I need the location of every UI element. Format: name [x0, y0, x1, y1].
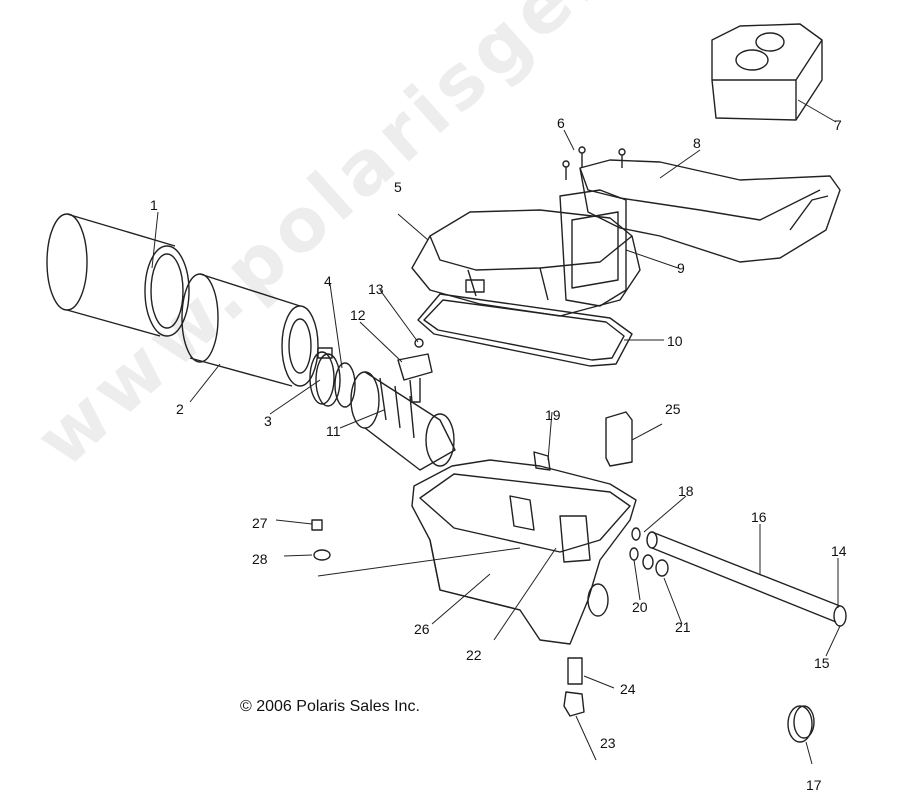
callout-3: 3: [264, 413, 272, 429]
callout-21: 21: [675, 619, 691, 635]
callout-28: 28: [252, 551, 268, 567]
callout-16: 16: [751, 509, 767, 525]
callout-12: 12: [350, 307, 366, 323]
callout-5: 5: [394, 179, 402, 195]
hose-clamp-part: [787, 705, 815, 743]
leader-lines: [151, 99, 841, 765]
callout-15: 15: [814, 655, 830, 671]
block-part: [605, 411, 633, 467]
callout-7: 7: [834, 117, 842, 133]
airbox-base-part: [411, 451, 637, 645]
foam-block-part: [711, 23, 823, 121]
sensor-part: [397, 338, 433, 403]
gasket-part: [417, 293, 633, 367]
callout-24: 24: [620, 681, 636, 697]
callout-6: 6: [557, 115, 565, 131]
fitting-part: [629, 527, 669, 577]
intake-boot-part: [350, 371, 456, 471]
callout-8: 8: [693, 135, 701, 151]
clamp-part: [309, 347, 356, 408]
screw-part: [562, 146, 626, 180]
intake-duct-part: [559, 159, 841, 307]
filter-cover-part: [46, 213, 190, 337]
callout-13: 13: [368, 281, 384, 297]
callout-14: 14: [831, 543, 847, 559]
callout-19: 19: [545, 407, 561, 423]
callout-27: 27: [252, 515, 268, 531]
callout-23: 23: [600, 735, 616, 751]
callout-9: 9: [677, 260, 685, 276]
callout-4: 4: [324, 273, 332, 289]
callout-18: 18: [678, 483, 694, 499]
copyright-text: © 2006 Polaris Sales Inc.: [240, 698, 420, 715]
callout-26: 26: [414, 621, 430, 637]
callout-10: 10: [667, 333, 683, 349]
callout-2: 2: [176, 401, 184, 417]
callout-11: 11: [326, 423, 341, 439]
air-filter-part: [181, 273, 319, 387]
callout-labels: 1 2 3 4 5 6 7 8 9 10 11 12 13 14 15 16 1…: [150, 115, 847, 793]
callout-1: 1: [150, 197, 158, 213]
callout-25: 25: [665, 401, 681, 417]
drain-plug-part: [563, 657, 585, 717]
callout-17: 17: [806, 777, 822, 793]
washer-part: [311, 519, 331, 561]
callout-20: 20: [632, 599, 648, 615]
callout-22: 22: [466, 647, 482, 663]
